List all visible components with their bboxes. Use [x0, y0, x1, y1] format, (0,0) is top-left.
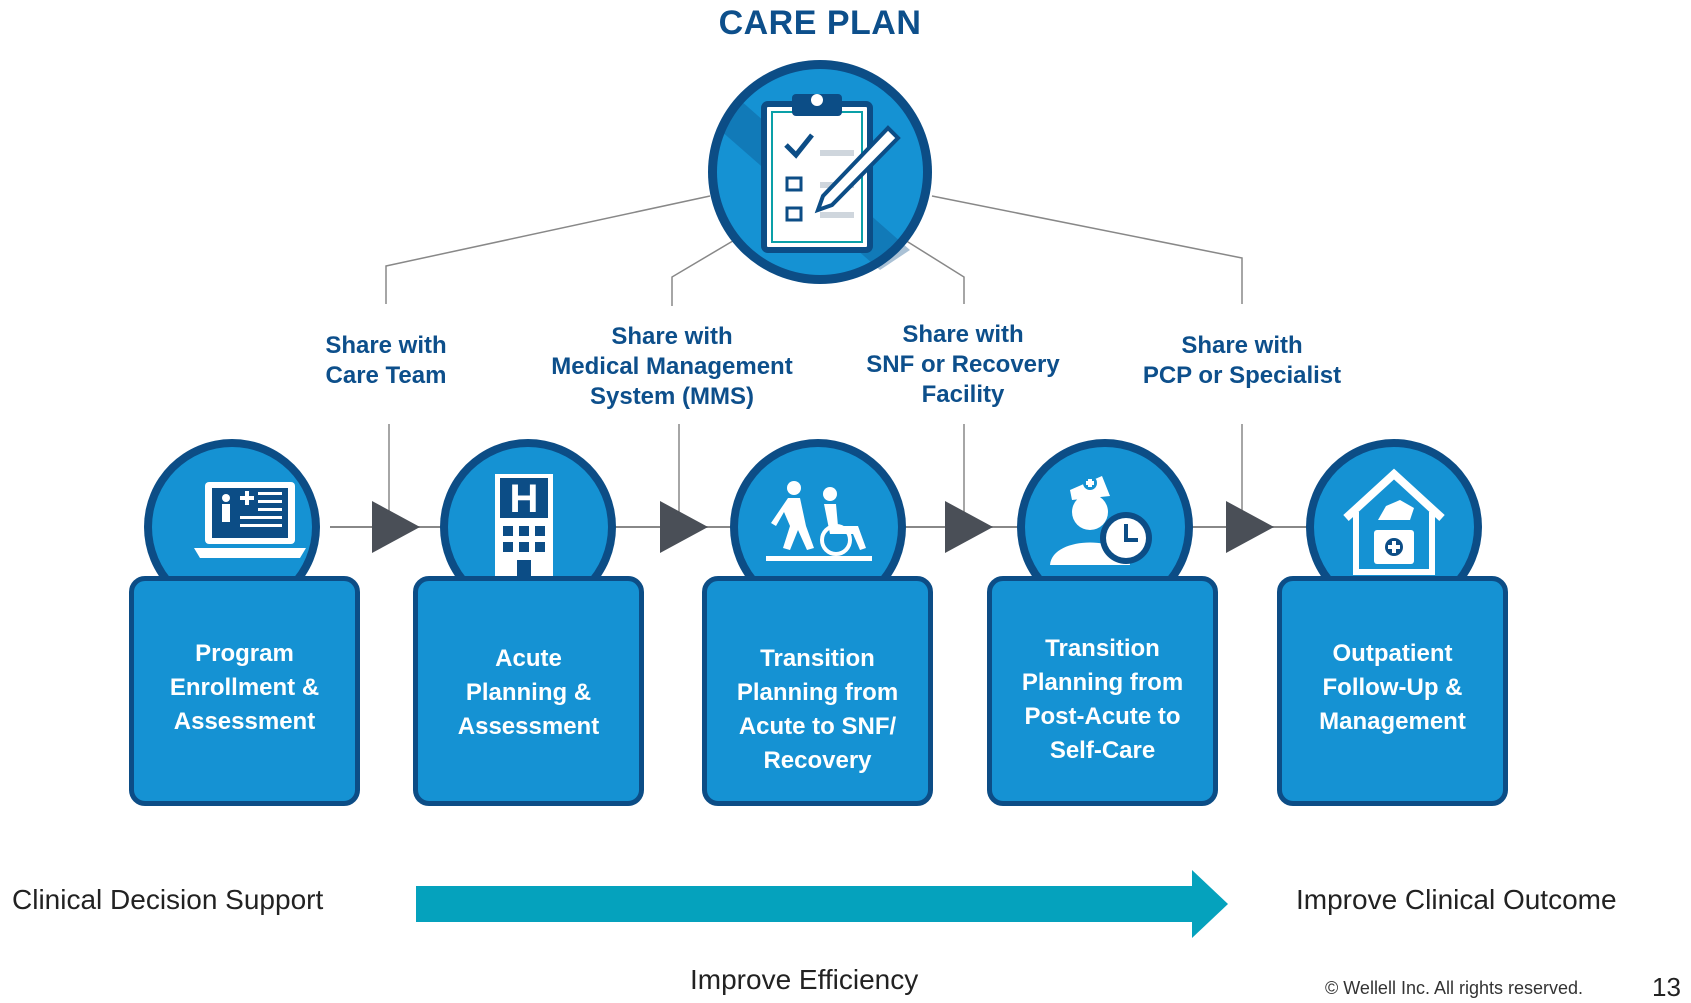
step-label-outpatient: Outpatient Follow-Up & Management	[1277, 637, 1508, 739]
step-line: Management	[1319, 708, 1466, 735]
share-line: Share with	[1181, 332, 1303, 359]
step-box-program-enrollment	[129, 576, 360, 806]
step-label-transition-acute: Transition Planning from Acute to SNF/ R…	[702, 642, 933, 778]
share-line: Facility	[921, 381, 1005, 408]
step-line: Assessment	[173, 708, 316, 735]
svg-text:H: H	[510, 477, 539, 521]
walking-wheelchair-icon	[730, 439, 906, 615]
share-pcp-label: Share with PCP or Specialist	[1092, 331, 1392, 391]
share-line: PCP or Specialist	[1142, 362, 1342, 389]
share-line: Share with	[325, 332, 447, 359]
copyright-text: © Wellell Inc. All rights reserved.	[1325, 978, 1584, 998]
step-line: Planning from	[736, 679, 899, 706]
progress-arrow	[416, 870, 1228, 938]
step-line: Outpatient	[1332, 640, 1453, 667]
step-line: Program	[195, 640, 294, 667]
step-line: Planning from	[1021, 669, 1184, 696]
share-line: Share with	[611, 323, 733, 350]
step-label-program-enrollment: Program Enrollment & Assessment	[129, 637, 360, 739]
share-line: Share with	[902, 321, 1024, 348]
home-care-kit-icon	[1306, 439, 1482, 615]
step-line: Planning &	[465, 679, 592, 706]
share-line: System (MMS)	[589, 383, 755, 410]
step-line: Enrollment &	[169, 674, 320, 701]
clinical-decision-support-label: Clinical Decision Support	[12, 884, 324, 915]
step-box-transition-post-acute	[987, 576, 1218, 806]
step-line: Acute	[495, 645, 562, 672]
step-box-acute-planning	[413, 576, 644, 806]
share-line: Medical Management	[551, 353, 793, 380]
step-box-transition-acute	[702, 576, 933, 806]
nurse-clock-icon	[1017, 439, 1193, 615]
share-snf-label: Share with SNF or Recovery Facility	[813, 320, 1113, 410]
step-line: Transition	[760, 645, 875, 672]
clipboard-checklist-icon	[708, 60, 932, 284]
share-mms-label: Share with Medical Management System (MM…	[522, 322, 822, 412]
step-line: Self-Care	[1049, 737, 1156, 764]
care-plan-title: CARE PLAN	[718, 4, 922, 42]
step-line: Transition	[1045, 635, 1160, 662]
step-line: Assessment	[457, 713, 600, 740]
improve-efficiency-label: Improve Efficiency	[690, 964, 919, 995]
share-care-team-label: Share with Care Team	[236, 331, 536, 391]
share-line: SNF or Recovery	[866, 351, 1060, 378]
connector-arrow-2	[660, 501, 708, 553]
step-line: Post-Acute to	[1024, 703, 1181, 730]
step-line: Follow-Up &	[1322, 674, 1463, 701]
improve-clinical-outcome-label: Improve Clinical Outcome	[1296, 884, 1617, 915]
step-line: Acute to SNF/	[738, 713, 897, 740]
connector-arrow-1	[372, 501, 420, 553]
step-label-acute-planning: Acute Planning & Assessment	[413, 642, 644, 744]
page-number: 13	[1652, 972, 1681, 1002]
laptop-health-record-icon	[144, 439, 320, 615]
connector-arrow-3	[945, 501, 993, 553]
branch-lines	[385, 195, 1243, 522]
step-line: Recovery	[763, 747, 872, 774]
connector-arrow-4	[1226, 501, 1274, 553]
step-label-transition-post-acute: Transition Planning from Post-Acute to S…	[987, 632, 1218, 768]
step-box-outpatient	[1277, 576, 1508, 806]
share-line: Care Team	[325, 362, 447, 389]
hospital-building-icon: H	[440, 439, 616, 615]
